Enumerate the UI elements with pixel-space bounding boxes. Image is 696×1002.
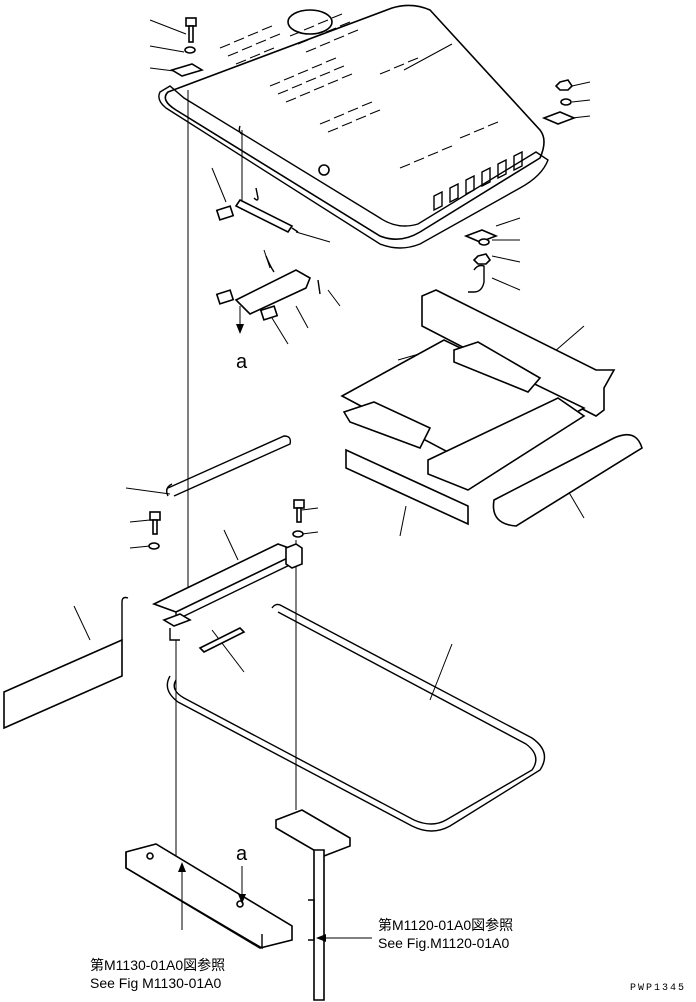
bracket-and-pins xyxy=(215,255,321,334)
side-trim-left xyxy=(3,596,129,730)
bolt-washer-top-left xyxy=(170,17,204,77)
gas-spring xyxy=(215,125,299,234)
drawing-code: PWP1345 xyxy=(630,983,686,994)
headliner-pads xyxy=(340,289,643,527)
view-ref-upper: a xyxy=(236,351,248,373)
rear-seal-strip xyxy=(165,435,292,497)
ref-left-line2: See Fig M1130-01A0 xyxy=(90,975,221,991)
lower-post-right xyxy=(275,809,372,1001)
nut-washer-top-right xyxy=(463,79,577,293)
center-lines xyxy=(175,90,297,870)
glass-seal-frame xyxy=(166,603,546,832)
lower-rail-left xyxy=(125,843,293,950)
ref-right-line1: 第M1120-01A0図参照 xyxy=(378,917,513,933)
ref-left-line1: 第M1130-01A0図参照 xyxy=(90,957,225,973)
view-ref-lower: a xyxy=(236,843,248,865)
roof-cover xyxy=(158,4,549,249)
cross-member xyxy=(151,543,303,641)
small-strip xyxy=(198,627,246,653)
ref-right-line2: See Fig.M1120-01A0 xyxy=(378,935,509,951)
bolts-middle xyxy=(148,499,305,550)
